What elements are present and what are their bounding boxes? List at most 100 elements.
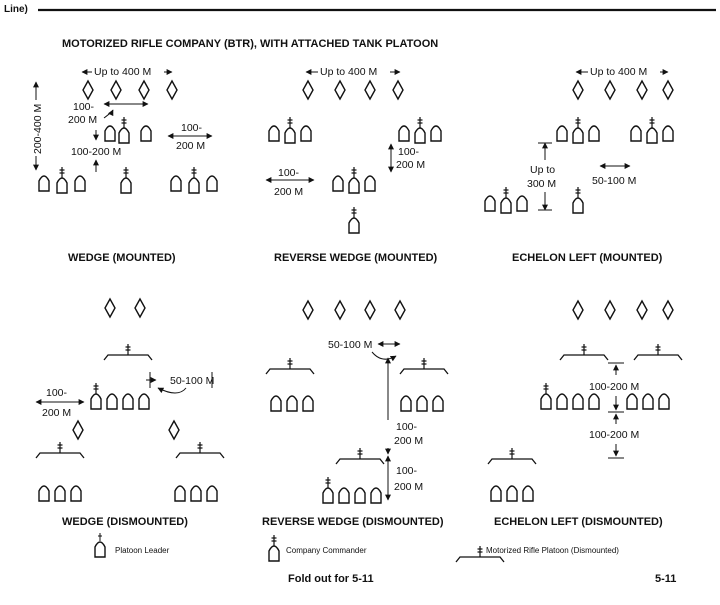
dim-label: Up to 400 M bbox=[320, 66, 377, 78]
dim-label: 300 M bbox=[527, 178, 556, 190]
dim-label: 100- bbox=[278, 167, 300, 179]
vehicle-icon bbox=[556, 393, 568, 410]
wedge-mounted-panel: Up to 400 M 200-400 M 100- 200 M 100- 20… bbox=[27, 64, 218, 264]
vehicle-icon bbox=[286, 395, 298, 412]
vehicle-icon bbox=[642, 393, 654, 410]
tank-icon bbox=[662, 300, 674, 320]
vehicle-icon bbox=[104, 125, 116, 142]
platoon-leader-icon bbox=[56, 166, 68, 194]
legend-platoon-leader: Platoon Leader bbox=[115, 546, 170, 555]
dim-label: 200 M bbox=[394, 481, 423, 493]
tank-icon bbox=[302, 80, 314, 100]
dim-label: 200 M bbox=[176, 140, 205, 152]
vehicle-icon bbox=[106, 393, 118, 410]
tank-icon bbox=[604, 80, 616, 100]
platoon-leader-icon bbox=[90, 382, 102, 410]
dismounted-platoon-icon bbox=[335, 447, 385, 465]
dim-label: 100-200 M bbox=[589, 381, 639, 393]
company-commander-icon bbox=[322, 476, 334, 504]
vehicle-icon bbox=[430, 125, 442, 142]
tank-icon bbox=[134, 298, 146, 318]
dismounted-platoon-icon bbox=[633, 343, 683, 361]
dim-label: 50-100 M bbox=[170, 375, 214, 387]
tank-icon bbox=[364, 80, 376, 100]
platoon-leader-icon bbox=[284, 116, 296, 144]
vehicle-icon bbox=[300, 125, 312, 142]
vehicle-icon bbox=[662, 125, 674, 142]
tank-icon bbox=[364, 300, 376, 320]
platoon-leader-icon bbox=[500, 186, 512, 214]
caption-reverse-wedge-dismounted: REVERSE WEDGE (DISMOUNTED) bbox=[262, 516, 444, 528]
dim-label: 100-200 M bbox=[589, 429, 639, 441]
platoon-leader-icon bbox=[414, 116, 426, 144]
vehicle-icon bbox=[364, 175, 376, 192]
platoon-leader-icon bbox=[118, 116, 130, 144]
tank-icon bbox=[662, 80, 674, 100]
dim-label: 100- bbox=[398, 146, 420, 158]
vehicle-icon bbox=[38, 485, 50, 502]
dismounted-platoon-icon bbox=[35, 441, 85, 459]
dim-label: 100- bbox=[396, 421, 418, 433]
vehicle-icon bbox=[302, 395, 314, 412]
tank-icon bbox=[82, 80, 94, 100]
dim-label: 200 M bbox=[394, 435, 423, 447]
dismounted-platoon-icon bbox=[399, 357, 449, 375]
dim-label: 100- bbox=[396, 465, 418, 477]
echelon-left-mounted-panel: Up to 400 M Up to 300 M 50-100 M ECHELON… bbox=[484, 64, 674, 264]
reverse-wedge-mounted-panel: Up to 400 M 100- 200 M 100- 200 M REVERS… bbox=[265, 64, 442, 264]
tank-icon bbox=[72, 420, 84, 440]
tank-icon bbox=[138, 80, 150, 100]
vehicle-icon bbox=[170, 175, 182, 192]
dim-label: 50-100 M bbox=[592, 175, 636, 187]
platoon-leader-legend-icon bbox=[94, 541, 106, 558]
vehicle-icon bbox=[268, 125, 280, 142]
vehicle-icon bbox=[354, 487, 366, 504]
vehicle-icon bbox=[70, 485, 82, 502]
platoon-leader-icon bbox=[188, 166, 200, 194]
dim-label: 100- bbox=[181, 122, 203, 134]
foldout-note: Fold out for 5-11 bbox=[288, 573, 374, 585]
dim-label: 100-200 M bbox=[71, 146, 121, 158]
tank-icon bbox=[636, 80, 648, 100]
vehicle-icon bbox=[38, 175, 50, 192]
tank-icon bbox=[572, 300, 584, 320]
vehicle-icon bbox=[370, 487, 382, 504]
dismounted-platoon-icon bbox=[487, 447, 537, 465]
vehicle-icon bbox=[588, 393, 600, 410]
dismounted-platoon-icon bbox=[265, 357, 315, 375]
legend: Platoon Leader Company Commander Motoriz… bbox=[94, 533, 619, 563]
tank-icon bbox=[604, 300, 616, 320]
dim-label: 200 M bbox=[42, 407, 71, 419]
dim-label: 200 M bbox=[274, 186, 303, 198]
dim-label: Up to 400 M bbox=[590, 66, 647, 78]
vehicle-icon bbox=[190, 485, 202, 502]
company-commander-icon bbox=[572, 186, 584, 214]
vehicle-icon bbox=[556, 125, 568, 142]
vehicle-icon bbox=[206, 485, 218, 502]
vehicle-icon bbox=[588, 125, 600, 142]
tank-icon bbox=[392, 80, 404, 100]
echelon-left-dismounted-panel: 100-200 M 100-200 M ECHELON LEFT (DISMOU… bbox=[487, 300, 683, 528]
dim-label: Up to 400 M bbox=[94, 66, 151, 78]
vehicle-icon bbox=[630, 125, 642, 142]
tank-icon bbox=[168, 420, 180, 440]
legend-rifle-platoon: Motorized Rifle Platoon (Dismounted) bbox=[486, 546, 619, 555]
tank-icon bbox=[110, 80, 122, 100]
caption-echelon-left-dismounted: ECHELON LEFT (DISMOUNTED) bbox=[494, 516, 663, 528]
tank-icon bbox=[104, 298, 116, 318]
page-number: 5-11 bbox=[655, 573, 676, 585]
dim-label: 200 M bbox=[68, 114, 97, 126]
caption-wedge-mounted: WEDGE (MOUNTED) bbox=[68, 252, 176, 264]
vehicle-icon bbox=[416, 395, 428, 412]
vehicle-icon bbox=[516, 195, 528, 212]
vehicle-icon bbox=[432, 395, 444, 412]
dismounted-platoon-icon bbox=[175, 441, 225, 459]
dim-label: 200-400 M bbox=[32, 104, 44, 154]
dim-label: 100- bbox=[46, 387, 68, 399]
diagram-title: MOTORIZED RIFLE COMPANY (BTR), WITH ATTA… bbox=[62, 38, 438, 50]
tank-icon bbox=[572, 80, 584, 100]
tank-icon bbox=[636, 300, 648, 320]
company-commander-icon bbox=[120, 166, 132, 194]
vehicle-icon bbox=[490, 485, 502, 502]
